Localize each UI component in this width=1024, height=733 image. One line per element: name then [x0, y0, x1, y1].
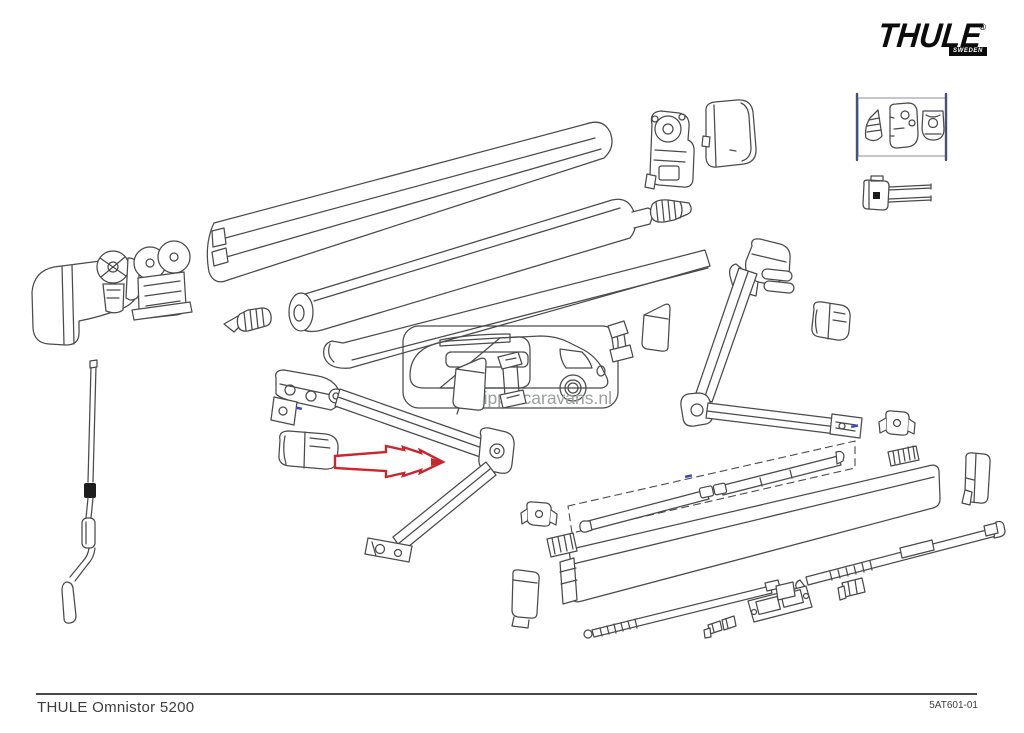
- side-sheet-small: [641, 303, 671, 352]
- brand-origin-badge: SWEDEN: [949, 47, 987, 56]
- right-support-arm: [680, 238, 863, 439]
- drawing-code: 5AT601-01: [929, 700, 978, 711]
- slider-clips: [703, 615, 737, 639]
- bracket-clip: [607, 320, 634, 363]
- footer-divider: [36, 693, 977, 695]
- gear-mechanism: [644, 110, 695, 190]
- end-clip: [837, 577, 866, 601]
- slider-block: [546, 532, 578, 558]
- right-end-cap-cover: [701, 99, 757, 168]
- arm-cover-right: [811, 301, 851, 341]
- crank-handle: [61, 359, 98, 624]
- front-flap-profile: [323, 249, 711, 369]
- lead-rail-front: [583, 579, 781, 639]
- drive-adapter: [649, 199, 692, 223]
- arm-cover-left: [278, 430, 339, 470]
- brand-logo: THULE® SWEDEN: [876, 16, 1006, 66]
- watermark-text: Schippercaravans.nl: [453, 388, 612, 408]
- roller-tube: [288, 198, 654, 333]
- lead-rail-rear: [795, 520, 1006, 591]
- side-sheet: [511, 569, 540, 629]
- support-bracket: [520, 501, 558, 527]
- watermark: Schippercaravans.nl: [402, 325, 619, 409]
- case-lid-profile: [206, 121, 613, 283]
- rafter-kit-group: [567, 440, 856, 534]
- left-support-arm: [270, 369, 515, 563]
- bracket-pin: [862, 175, 932, 211]
- mounting-plate: [747, 581, 813, 623]
- gearbox: [131, 240, 193, 321]
- center-sheet-part: [452, 357, 487, 415]
- product-title: THULE Omnistor 5200: [37, 699, 195, 716]
- detail-inset-box: [855, 92, 948, 162]
- mounting-brackets-right: [878, 410, 920, 467]
- reference-marks: [295, 406, 859, 479]
- lead-rail-end-cap: [961, 452, 991, 506]
- center-clip-part: [497, 351, 527, 409]
- crank-gear: [96, 250, 140, 314]
- axle-pin: [223, 307, 272, 333]
- registered-trademark-icon: ®: [979, 22, 986, 32]
- pointer-arrow: [333, 444, 446, 479]
